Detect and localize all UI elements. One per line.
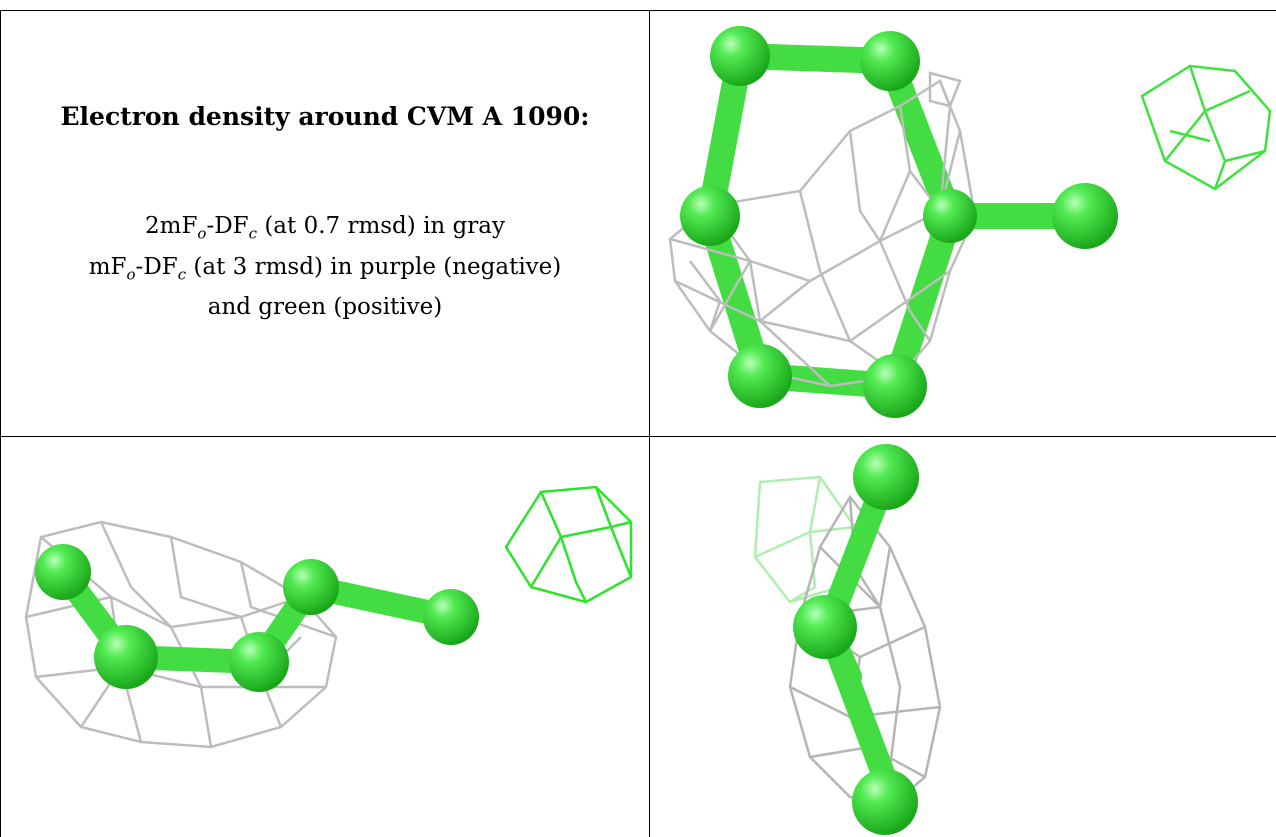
atom [853,444,919,510]
atom [1052,183,1118,249]
atom [860,31,920,91]
atom [728,344,792,408]
atom [793,595,857,659]
caption-cell: Electron density around CVM A 1090: 2mFo… [0,10,649,436]
atoms-group [793,444,919,835]
center-divider [649,10,650,837]
atom [923,189,977,243]
density-mesh-positive [504,485,633,604]
middle-divider [0,436,1276,437]
atoms-group [680,26,1118,418]
density-mesh-gray [668,71,977,388]
panel-bottom-right [650,437,1276,837]
top-border [0,10,1276,11]
atom [283,559,339,615]
legend-text: 2mFo-DFc (at 0.7 rmsd) in gray mFo-DFc (… [0,210,649,324]
atom [852,769,918,835]
atom [863,354,927,418]
legend-line-positive: and green (positive) [207,294,443,321]
legend-line-2fofc: 2mFo-DFc (at 0.7 rmsd) in gray [145,213,505,243]
atoms-group [35,544,479,692]
figure-title: Electron density around CVM A 1090: [60,102,590,131]
atom [710,26,770,86]
atom [35,544,91,600]
atom [680,186,740,246]
panel-top-right [650,11,1276,436]
legend-line-fofc: mFo-DFc (at 3 rmsd) in purple (negative) [88,253,562,284]
atom [229,632,289,692]
bonds-group [697,43,1098,399]
panel-bottom-left [1,437,649,837]
atom [423,589,479,645]
left-border [0,10,1,837]
atom [94,625,158,689]
density-mesh-positive [1140,64,1272,191]
